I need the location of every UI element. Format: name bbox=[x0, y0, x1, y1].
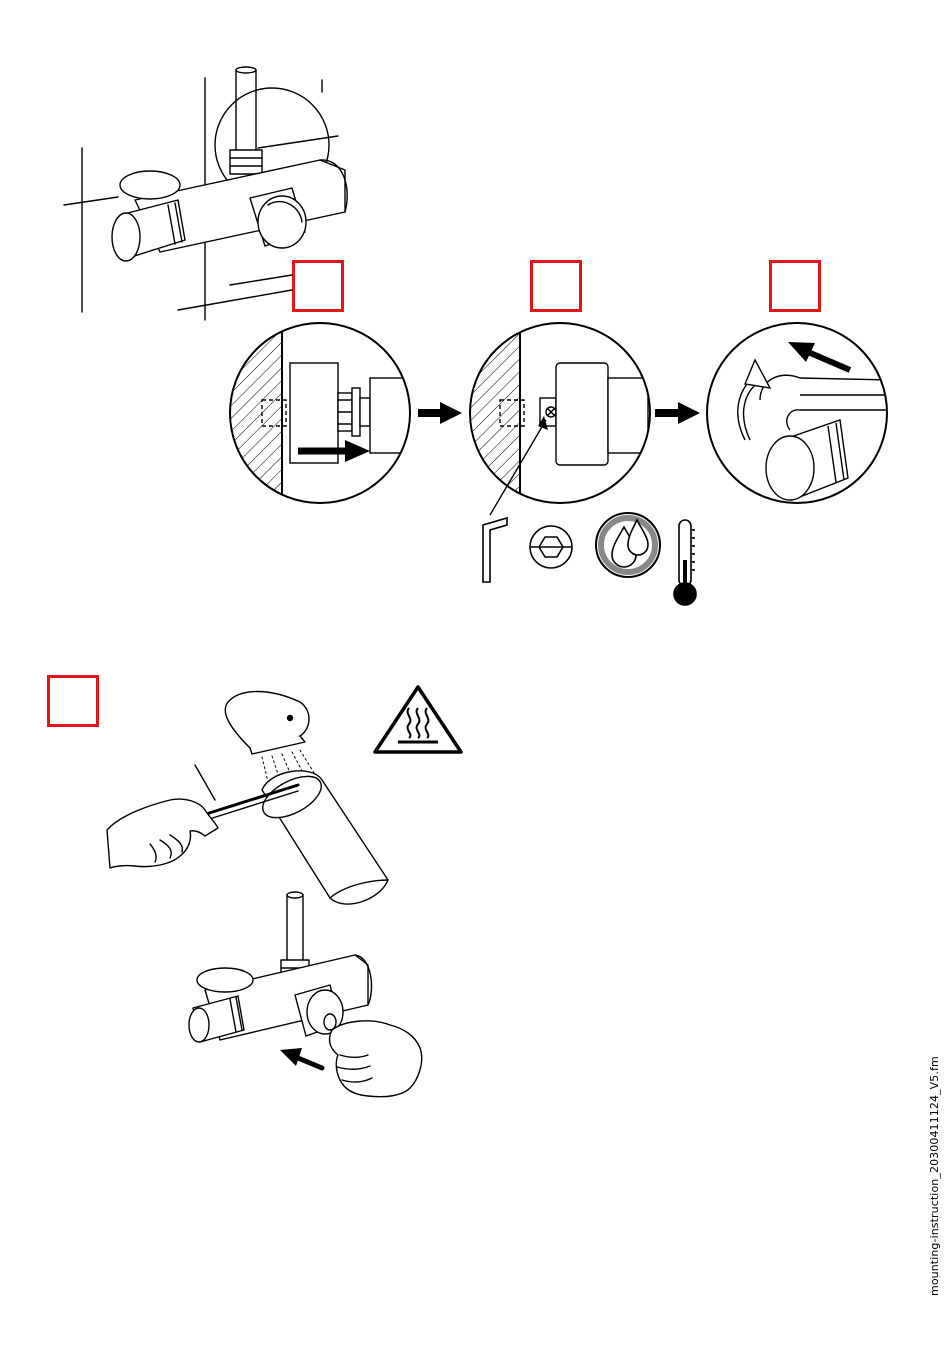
sequence-arrow-1 bbox=[418, 402, 462, 424]
water-drops-icon bbox=[596, 513, 660, 577]
step-2-detail bbox=[460, 310, 650, 520]
faucet-adjust-illustration bbox=[189, 892, 422, 1097]
sequence-arrow-2 bbox=[655, 402, 700, 424]
document-filename: mounting-instruction_20300411124_V5.fm bbox=[928, 1056, 941, 1296]
hot-surface-warning-icon bbox=[375, 687, 461, 752]
step-1-detail bbox=[220, 310, 412, 520]
allen-key-icon bbox=[483, 518, 507, 582]
thermometer-icon bbox=[674, 520, 696, 605]
faucet-overview bbox=[64, 67, 347, 320]
temperature-check-illustration bbox=[107, 692, 388, 905]
hex-nut-icon bbox=[530, 526, 572, 568]
step-3-detail bbox=[707, 323, 890, 503]
